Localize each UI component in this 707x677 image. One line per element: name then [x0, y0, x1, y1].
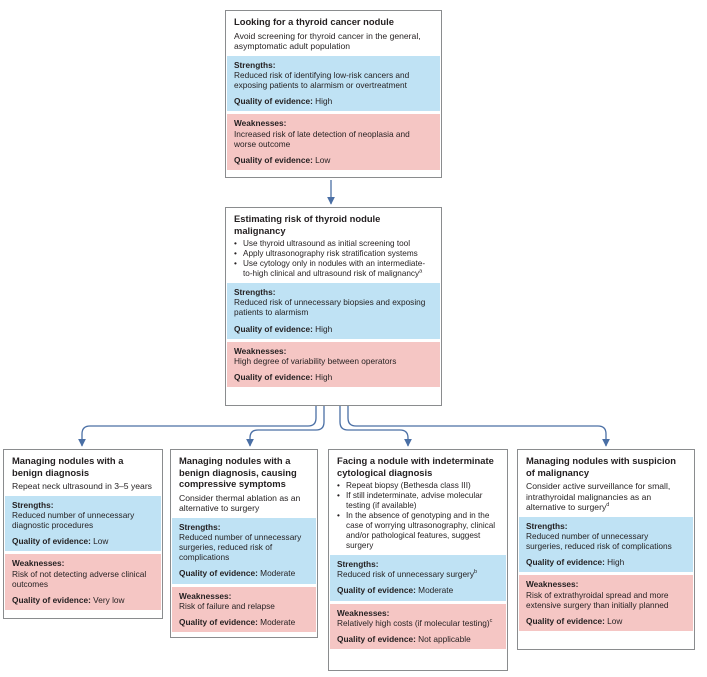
strengths-heading: Strengths:: [234, 59, 276, 70]
box-title: Managing nodules with suspicion of malig…: [526, 455, 677, 478]
weaknesses-heading: Weaknesses:: [179, 590, 232, 601]
strengths-section: Strengths: Reduced risk of unnecessary b…: [227, 283, 440, 339]
weaknesses-quality: Quality of evidence: Low: [234, 154, 331, 165]
weaknesses-section: Weaknesses: Relatively high costs (if mo…: [330, 603, 506, 650]
strengths-quality: Quality of evidence: Moderate: [179, 568, 296, 579]
weaknesses-text: Relatively high costs (if molecular test…: [337, 617, 493, 628]
box-title: Facing a nodule with indeterminate cytol…: [337, 455, 494, 478]
box-compressive-symptoms: Managing nodules with a benign diagnosis…: [170, 449, 318, 638]
strengths-section: Strengths: Reduced risk of identifying l…: [227, 55, 440, 112]
quality-value: High: [315, 96, 333, 107]
weaknesses-heading: Weaknesses:: [337, 607, 390, 618]
quality-value: Low: [607, 615, 623, 626]
weaknesses-text: Increased risk of late detection of neop…: [234, 128, 410, 149]
box-description: Avoid screening for thyroid cancer in th…: [234, 30, 421, 52]
box-estimating-risk: Estimating risk of thyroid nodule malign…: [225, 207, 442, 406]
quality-value: Moderate: [260, 616, 296, 627]
weaknesses-text: Risk of failure and relapse: [179, 600, 275, 611]
quality-value: Low: [93, 536, 109, 547]
weaknesses-text: Risk of extrathyroidal spread and more e…: [526, 589, 669, 610]
strengths-quality: Quality of evidence: High: [526, 557, 625, 568]
footnote-marker: a: [419, 268, 423, 275]
recommendation-list: Use thyroid ultrasound as initial screen…: [234, 239, 433, 279]
strengths-text: Reduced risk of unnecessary surgeryb: [337, 569, 478, 580]
quality-value: High: [607, 557, 625, 568]
quality-value: High: [315, 372, 333, 383]
quality-value: Very low: [93, 594, 125, 605]
quality-value: Not applicable: [418, 634, 471, 645]
strengths-text: Reduced number of unnecessary surgeries,…: [179, 531, 302, 563]
weaknesses-heading: Weaknesses:: [526, 579, 579, 590]
weaknesses-text: High degree of variability between opera…: [234, 356, 397, 367]
arrow-to-suspicion: [347, 406, 610, 447]
weaknesses-heading: Weaknesses:: [234, 118, 287, 129]
strengths-section: Strengths: Reduced number of unnecessary…: [519, 516, 693, 573]
arrow-to-benign: [78, 406, 317, 447]
strengths-section: Strengths: Reduced number of unnecessary…: [5, 495, 161, 552]
quality-value: Low: [315, 154, 331, 165]
box-title: Managing nodules with a benign diagnosis…: [179, 455, 297, 489]
arrow-to-compressive: [246, 406, 325, 447]
weaknesses-section: Weaknesses: High degree of variability b…: [227, 341, 440, 388]
weaknesses-quality: Quality of evidence: Moderate: [179, 616, 296, 627]
weaknesses-heading: Weaknesses:: [12, 558, 65, 569]
arrow-to-indeterminate: [339, 406, 412, 447]
strengths-quality: Quality of evidence: Low: [12, 536, 109, 547]
box-indeterminate-diagnosis: Facing a nodule with indeterminate cytol…: [328, 449, 508, 671]
weaknesses-section: Weaknesses: Risk of extrathyroidal sprea…: [519, 575, 693, 632]
list-item: Use cytology only in nodules with an int…: [234, 259, 433, 279]
strengths-text: Reduced risk of unnecessary biopsies and…: [234, 297, 426, 318]
footnote-marker: b: [473, 569, 478, 576]
strengths-heading: Strengths:: [526, 520, 568, 531]
strengths-heading: Strengths:: [12, 499, 54, 510]
strengths-text: Reduced number of unnecessary diagnostic…: [12, 509, 135, 530]
weaknesses-section: Weaknesses: Risk of failure and relapse …: [172, 586, 316, 633]
quality-value: Moderate: [418, 585, 454, 596]
strengths-text: Reduced risk of identifying low-risk can…: [234, 69, 410, 90]
footnote-marker: d: [606, 502, 610, 509]
box-title: Managing nodules with a benign diagnosis: [12, 455, 124, 478]
strengths-heading: Strengths:: [179, 521, 221, 532]
strengths-heading: Strengths:: [337, 559, 379, 569]
footnote-marker: c: [489, 618, 493, 625]
weaknesses-quality: Quality of evidence: Not applicable: [337, 634, 471, 645]
weaknesses-text: Risk of not detecting adverse clinical o…: [12, 568, 147, 589]
strengths-quality: Quality of evidence: High: [234, 323, 333, 334]
box-description: Repeat neck ultrasound in 3–5 years: [12, 481, 152, 491]
box-benign-diagnosis: Managing nodules with a benign diagnosis…: [3, 449, 163, 619]
box-title: Looking for a thyroid cancer nodule: [234, 16, 394, 27]
box-suspicion-of-malignancy: Managing nodules with suspicion of malig…: [517, 449, 695, 650]
strengths-section: Strengths: Reduced number of unnecessary…: [172, 517, 316, 584]
weaknesses-section: Weaknesses: Risk of not detecting advers…: [5, 554, 161, 611]
weaknesses-heading: Weaknesses:: [234, 345, 287, 356]
weaknesses-quality: Quality of evidence: Low: [526, 615, 623, 626]
box-title: Estimating risk of thyroid nodule malign…: [234, 213, 381, 236]
strengths-quality: Quality of evidence: Moderate: [337, 585, 454, 596]
weaknesses-quality: Quality of evidence: High: [234, 372, 333, 383]
box-looking-for-nodule: Looking for a thyroid cancer nodule Avoi…: [225, 10, 442, 178]
strengths-quality: Quality of evidence: High: [234, 96, 333, 107]
list-item: If still indeterminate, advise molecular…: [337, 491, 499, 511]
strengths-text: Reduced number of unnecessary surgeries,…: [526, 530, 672, 551]
weaknesses-section: Weaknesses: Increased risk of late detec…: [227, 114, 440, 171]
weaknesses-quality: Quality of evidence: Very low: [12, 594, 125, 605]
quality-value: Moderate: [260, 568, 296, 579]
box-description: Consider thermal ablation as an alternat…: [179, 492, 301, 514]
quality-value: High: [315, 323, 333, 334]
list-item: In the absence of genotyping and in the …: [337, 511, 499, 551]
strengths-heading: Strengths:: [234, 287, 276, 297]
strengths-section: Strengths: Reduced risk of unnecessary s…: [330, 555, 506, 601]
list-item: Apply ultrasonography risk stratificatio…: [234, 249, 433, 259]
recommendation-list: Repeat biopsy (Bethesda class III) If st…: [337, 481, 499, 551]
list-item: Use thyroid ultrasound as initial screen…: [234, 239, 433, 249]
list-item: Repeat biopsy (Bethesda class III): [337, 481, 499, 491]
box-description: Consider active surveillance for small, …: [526, 481, 671, 512]
